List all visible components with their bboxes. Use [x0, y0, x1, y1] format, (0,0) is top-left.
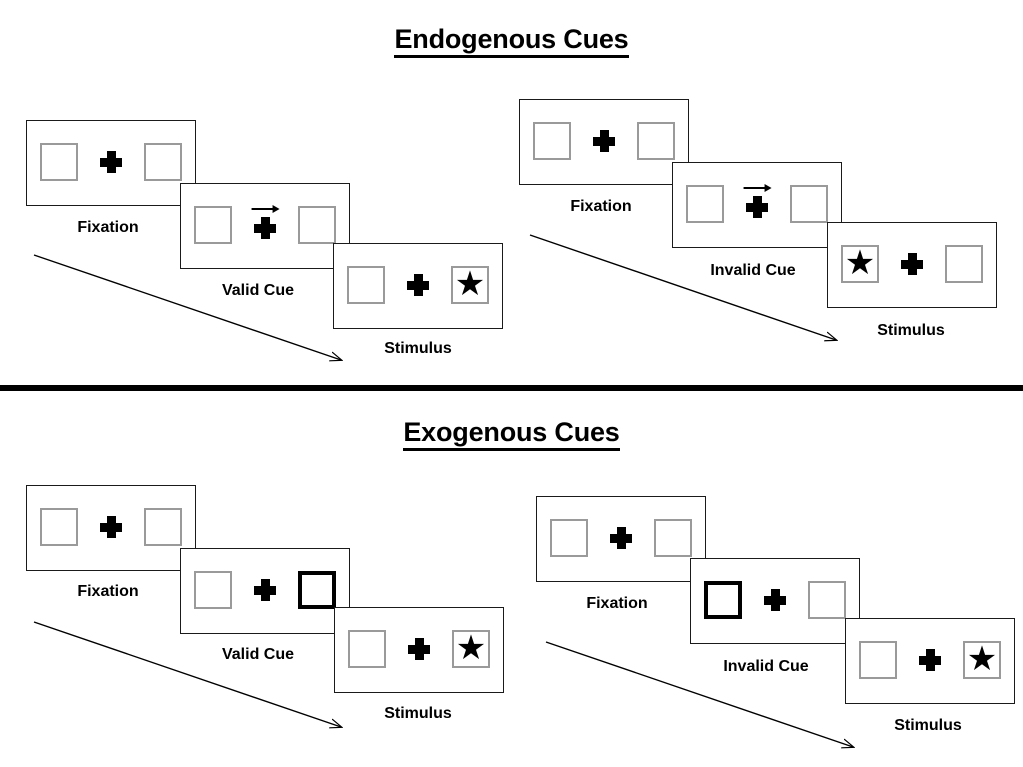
fixation-cross-icon: [100, 151, 122, 173]
right-box: [790, 185, 828, 223]
left-box: [194, 206, 232, 244]
star-icon: ★: [454, 264, 486, 303]
endogenous-valid-time-arrow: [33, 254, 341, 360]
caption-endogenous-invalid-fixation: Fixation: [570, 198, 632, 215]
panel-endogenous-invalid-fixation: [519, 99, 689, 185]
left-box: [194, 571, 232, 609]
fixation-cross-icon: [901, 253, 923, 275]
caption-exogenous-invalid-cue: Invalid Cue: [723, 658, 809, 675]
center-column: [96, 505, 126, 549]
center-column: [404, 627, 434, 671]
section-title-exogenous: Exogenous Cues: [0, 417, 1023, 451]
left-box: [348, 630, 386, 668]
left-box: [550, 519, 588, 557]
fixation-cross-icon: [254, 579, 276, 601]
right-box: ★: [452, 630, 490, 668]
fixation-cross-icon: [746, 196, 768, 218]
right-box-cued: [298, 571, 336, 609]
caption-exogenous-valid-cue: Valid Cue: [221, 646, 295, 663]
center-column: [915, 638, 945, 682]
center-column: [96, 140, 126, 184]
panel-exogenous-valid-fixation: [26, 485, 196, 571]
center-column: [589, 119, 619, 163]
fixation-cross-icon: [408, 638, 430, 660]
right-box: [298, 206, 336, 244]
left-box: [859, 641, 897, 679]
center-column: [250, 203, 280, 247]
right-box: [654, 519, 692, 557]
caption-exogenous-valid-fixation: Fixation: [77, 583, 139, 600]
star-icon: ★: [455, 628, 487, 667]
section-title-exogenous-text: Exogenous Cues: [403, 417, 620, 451]
exogenous-valid-time-arrow: [33, 621, 341, 727]
section-title-endogenous-text: Endogenous Cues: [394, 24, 629, 58]
center-column: [250, 568, 280, 612]
left-box: [686, 185, 724, 223]
right-box: ★: [963, 641, 1001, 679]
fixation-cross-icon: [610, 527, 632, 549]
panel-exogenous-invalid-cue: [690, 558, 860, 644]
left-box: [40, 143, 78, 181]
fixation-cross-icon: [254, 217, 276, 239]
right-box: [945, 245, 983, 283]
center-column: [403, 263, 433, 307]
left-box: [347, 266, 385, 304]
left-box: [40, 508, 78, 546]
panel-exogenous-invalid-stimulus: ★: [845, 618, 1015, 704]
caption-exogenous-invalid-stimulus: Stimulus: [894, 717, 962, 734]
fixation-cross-icon: [407, 274, 429, 296]
panel-exogenous-valid-stimulus: ★: [334, 607, 504, 693]
caption-endogenous-valid-fixation: Fixation: [77, 219, 139, 236]
arrow-right-cue-icon: [743, 183, 772, 192]
panel-endogenous-invalid-stimulus: ★: [827, 222, 997, 308]
left-box-cued: [704, 581, 742, 619]
panel-exogenous-valid-cue: [180, 548, 350, 634]
fixation-cross-icon: [593, 130, 615, 152]
panel-endogenous-valid-fixation: [26, 120, 196, 206]
center-column: [742, 182, 772, 226]
center-column: [606, 516, 636, 560]
right-box: [144, 143, 182, 181]
caption-exogenous-invalid-fixation: Fixation: [586, 595, 648, 612]
fixation-cross-icon: [764, 589, 786, 611]
left-box: [533, 122, 571, 160]
right-box: [637, 122, 675, 160]
star-icon: ★: [844, 243, 876, 282]
panel-endogenous-invalid-cue: [672, 162, 842, 248]
center-column: [760, 578, 790, 622]
caption-endogenous-invalid-stimulus: Stimulus: [877, 322, 945, 339]
center-column: [897, 242, 927, 286]
caption-endogenous-valid-stimulus: Stimulus: [384, 340, 452, 357]
right-box: ★: [451, 266, 489, 304]
left-box: ★: [841, 245, 879, 283]
caption-exogenous-valid-stimulus: Stimulus: [384, 705, 452, 722]
star-icon: ★: [966, 639, 998, 678]
arrow-right-cue-icon: [251, 204, 280, 213]
right-box: [808, 581, 846, 619]
section-divider: [0, 385, 1023, 391]
endogenous-invalid-time-arrow: [529, 234, 836, 340]
fixation-cross-icon: [919, 649, 941, 671]
right-box: [144, 508, 182, 546]
caption-endogenous-valid-cue: Valid Cue: [221, 282, 295, 299]
fixation-cross-icon: [100, 516, 122, 538]
section-title-endogenous: Endogenous Cues: [0, 24, 1023, 58]
panel-exogenous-invalid-fixation: [536, 496, 706, 582]
caption-endogenous-invalid-cue: Invalid Cue: [710, 262, 796, 279]
panel-endogenous-valid-stimulus: ★: [333, 243, 503, 329]
panel-endogenous-valid-cue: [180, 183, 350, 269]
